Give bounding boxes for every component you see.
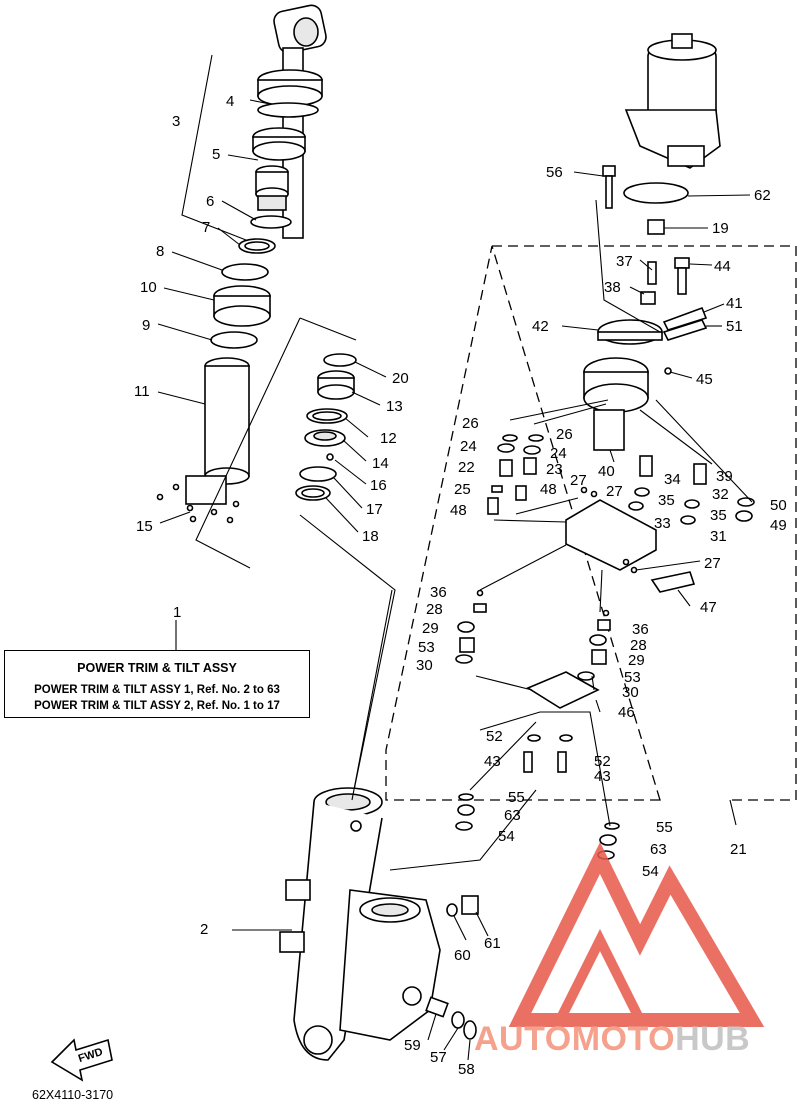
label-31: 31 (710, 528, 727, 545)
label-45: 45 (696, 371, 713, 388)
label-63-right: 63 (650, 841, 667, 858)
piston-rod-assembly (156, 4, 327, 524)
label-54-right: 54 (642, 863, 659, 880)
diagram-code: 62X4110-3170 (32, 1088, 114, 1102)
label-37: 37 (616, 253, 633, 270)
label-30-right: 30 (622, 684, 639, 701)
label-1: 1 (173, 604, 181, 621)
label-34: 34 (664, 471, 681, 488)
label-58: 58 (458, 1061, 475, 1078)
label-16: 16 (370, 477, 387, 494)
legend-line-2: POWER TRIM & TILT ASSY 2, Ref. No. 1 to … (34, 700, 280, 712)
label-48-left: 48 (450, 502, 467, 519)
label-29-left: 29 (422, 620, 439, 637)
label-36-right: 36 (632, 621, 649, 638)
label-43-left: 43 (484, 753, 501, 770)
label-10: 10 (140, 279, 157, 296)
label-23: 23 (546, 461, 563, 478)
label-17: 17 (366, 501, 383, 518)
label-35-a: 35 (658, 492, 675, 509)
fwd-arrow-icon (50, 1038, 113, 1082)
label-38: 38 (604, 279, 621, 296)
part-number-labels: 1 2 3 4 5 6 7 8 9 10 11 12 13 14 15 16 1… (134, 93, 787, 1078)
label-30-left: 30 (416, 657, 433, 674)
label-27-c: 27 (704, 555, 721, 572)
label-40: 40 (598, 463, 615, 480)
label-3: 3 (172, 113, 180, 130)
label-35-b: 35 (710, 507, 727, 524)
watermark-text-a: AUTOMOTO (474, 1020, 676, 1058)
label-63-left: 63 (504, 807, 521, 824)
label-6: 6 (206, 193, 214, 210)
label-53-left: 53 (418, 639, 435, 656)
watermark-logo-icon (508, 842, 765, 1027)
label-20: 20 (392, 370, 409, 387)
legend-box: POWER TRIM & TILT ASSY POWER TRIM & TILT… (4, 650, 310, 718)
label-57: 57 (430, 1049, 447, 1066)
label-48-right: 48 (540, 481, 557, 498)
label-19: 19 (712, 220, 729, 237)
leader-lines (157, 99, 751, 1061)
label-12: 12 (380, 430, 397, 447)
label-47: 47 (700, 599, 717, 616)
label-46: 46 (618, 704, 635, 721)
label-26-left: 26 (462, 415, 479, 432)
label-41: 41 (726, 295, 743, 312)
label-53-right: 53 (624, 669, 641, 686)
label-36-left: 36 (430, 584, 447, 601)
watermark-text-b: HUB (675, 1020, 751, 1058)
motor (624, 33, 721, 169)
label-52-right: 52 (594, 753, 611, 770)
label-7: 7 (202, 219, 210, 236)
pump-assembly (455, 165, 755, 860)
label-13: 13 (386, 398, 403, 415)
label-52-left: 52 (486, 728, 503, 745)
label-56: 56 (546, 164, 563, 181)
label-27-b: 27 (606, 483, 623, 500)
label-42: 42 (532, 318, 549, 335)
label-5: 5 (212, 146, 220, 163)
label-44: 44 (714, 258, 731, 275)
label-2: 2 (200, 921, 208, 938)
label-25: 25 (454, 481, 471, 498)
label-33: 33 (654, 515, 671, 532)
seal-kit (295, 353, 357, 501)
label-55-left: 55 (508, 789, 525, 806)
label-21: 21 (730, 841, 747, 858)
label-43-right: 43 (594, 768, 611, 785)
label-24-right: 24 (550, 445, 567, 462)
label-8: 8 (156, 243, 164, 260)
label-29-right: 29 (628, 652, 645, 669)
label-28-left: 28 (426, 601, 443, 618)
label-49: 49 (770, 517, 787, 534)
label-32: 32 (712, 486, 729, 503)
label-54-left: 54 (498, 828, 515, 845)
label-51: 51 (726, 318, 743, 335)
label-39: 39 (716, 468, 733, 485)
label-14: 14 (372, 455, 389, 472)
tilt-cylinder-body (279, 787, 479, 1061)
label-50: 50 (770, 497, 787, 514)
label-59: 59 (404, 1037, 421, 1054)
label-15: 15 (136, 518, 153, 535)
legend-title: POWER TRIM & TILT ASSY (77, 661, 237, 675)
label-22: 22 (458, 459, 475, 476)
watermark-text: AUTOMOTOHUB (474, 1020, 750, 1059)
label-4: 4 (226, 93, 234, 110)
label-55-right: 55 (656, 819, 673, 836)
label-11: 11 (134, 383, 150, 400)
label-26-right: 26 (556, 426, 573, 443)
label-62: 62 (754, 187, 771, 204)
legend-line-1: POWER TRIM & TILT ASSY 1, Ref. No. 2 to … (34, 684, 280, 696)
label-9: 9 (142, 317, 150, 334)
label-18: 18 (362, 528, 379, 545)
assembly-21-boundary (385, 245, 797, 801)
label-61: 61 (484, 935, 501, 952)
label-28-right: 28 (630, 637, 647, 654)
label-60: 60 (454, 947, 471, 964)
label-24-left: 24 (460, 438, 477, 455)
label-27-a: 27 (570, 472, 587, 489)
